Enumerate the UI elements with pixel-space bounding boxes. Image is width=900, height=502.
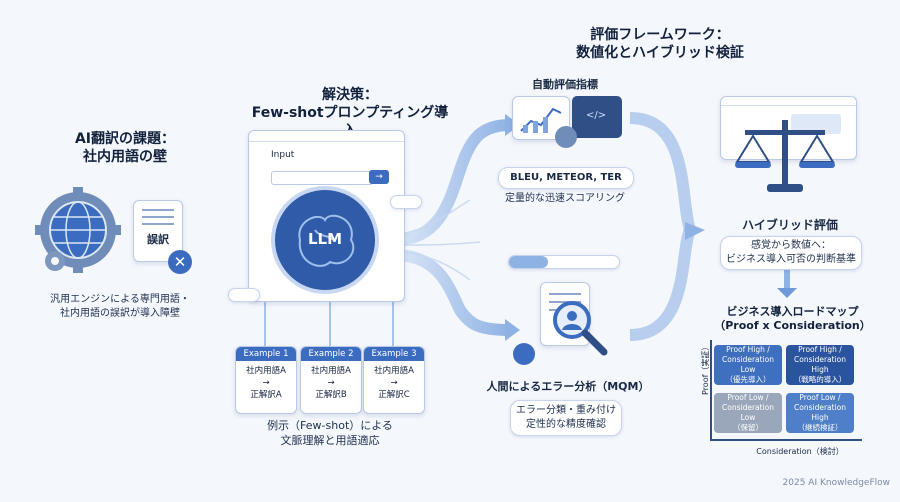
auto-eval-desc: 定量的な迅速スコアリング [505, 193, 625, 204]
llm-label: LLM [307, 230, 343, 248]
balance-scale-icon [735, 120, 835, 192]
doc-label: 誤訳 [147, 233, 169, 246]
example-card-1: Example 1 社内用語A→正解訳A [235, 346, 297, 414]
auto-eval-title: 自動評価指標 [532, 78, 598, 91]
dashboard-window [720, 96, 857, 160]
quadrant-high-high: Proof High /Consideration High（戦略的導入） [786, 345, 854, 385]
human-eval-desc: エラー分類・重み付け 定性的な精度確認 [510, 400, 622, 436]
gear-small-icon [555, 126, 577, 148]
magnifier-icon [553, 301, 608, 356]
decor-pill-left [228, 288, 260, 302]
human-eval-title: 人間によるエラー分析（MQM） [486, 380, 650, 393]
footer-credit: 2025 AI KnowledgeFlow [782, 478, 890, 488]
roadmap-x-axis: Consideration（検討） [756, 447, 844, 456]
problem-caption: 汎用エンジンによる専門用語・社内用語の誤訳が導入障壁 [50, 294, 190, 319]
llm-brain-icon: LLM [275, 190, 375, 290]
gear-globe-icon [35, 187, 121, 273]
submit-arrow-button[interactable]: → [369, 170, 389, 184]
example-card-3: Example 3 社内用語A→正解訳C [363, 346, 425, 414]
problem-title: AI翻訳の課題：社内用語の壁 [74, 131, 176, 165]
hybrid-title: ハイブリッド評価 [742, 218, 838, 232]
metrics-badge: BLEU, METEOR, TER [498, 167, 634, 189]
code-screen-icon: </> [572, 96, 622, 138]
decor-pill-right [390, 195, 422, 209]
arrow-human-hybrid [629, 227, 696, 341]
x-axis-line [710, 439, 862, 441]
y-axis-line [710, 340, 712, 440]
input-field[interactable] [271, 171, 373, 185]
arrow-llm-auto [394, 119, 511, 246]
input-label: Input [271, 150, 295, 160]
framework-title: 評価フレームワーク：数値化とハイブリッド検証 [576, 27, 744, 61]
mistranslation-doc: 誤訳 [133, 200, 183, 262]
solution-caption: 例示（Few-shot）による文脈理解と用語適応 [267, 419, 393, 447]
example-card-2: Example 2 社内用語A→正解訳B [300, 346, 362, 414]
arrow-llm-human [394, 249, 511, 336]
roadmap-title: ビジネス導入ロードマップ（Proof x Consideration） [714, 305, 871, 332]
chart-screen-icon [512, 96, 570, 140]
quadrant-low-low: Proof Low /Consideration Low（保留） [714, 393, 782, 433]
hybrid-desc: 感覚から数値へ： ビジネス導入可否の判断基準 [720, 236, 862, 270]
arrow-auto-hybrid [629, 112, 696, 232]
arrow-hybrid-roadmap [777, 288, 797, 298]
quadrant-high-low: Proof High /Consideration Low（優先導入） [714, 345, 782, 385]
quadrant-low-high: Proof Low /Consideration High（継続検証） [786, 393, 854, 433]
error-x-icon: ✕ [168, 250, 192, 274]
reviewer-avatar [513, 343, 535, 365]
progress-bar [508, 255, 620, 269]
